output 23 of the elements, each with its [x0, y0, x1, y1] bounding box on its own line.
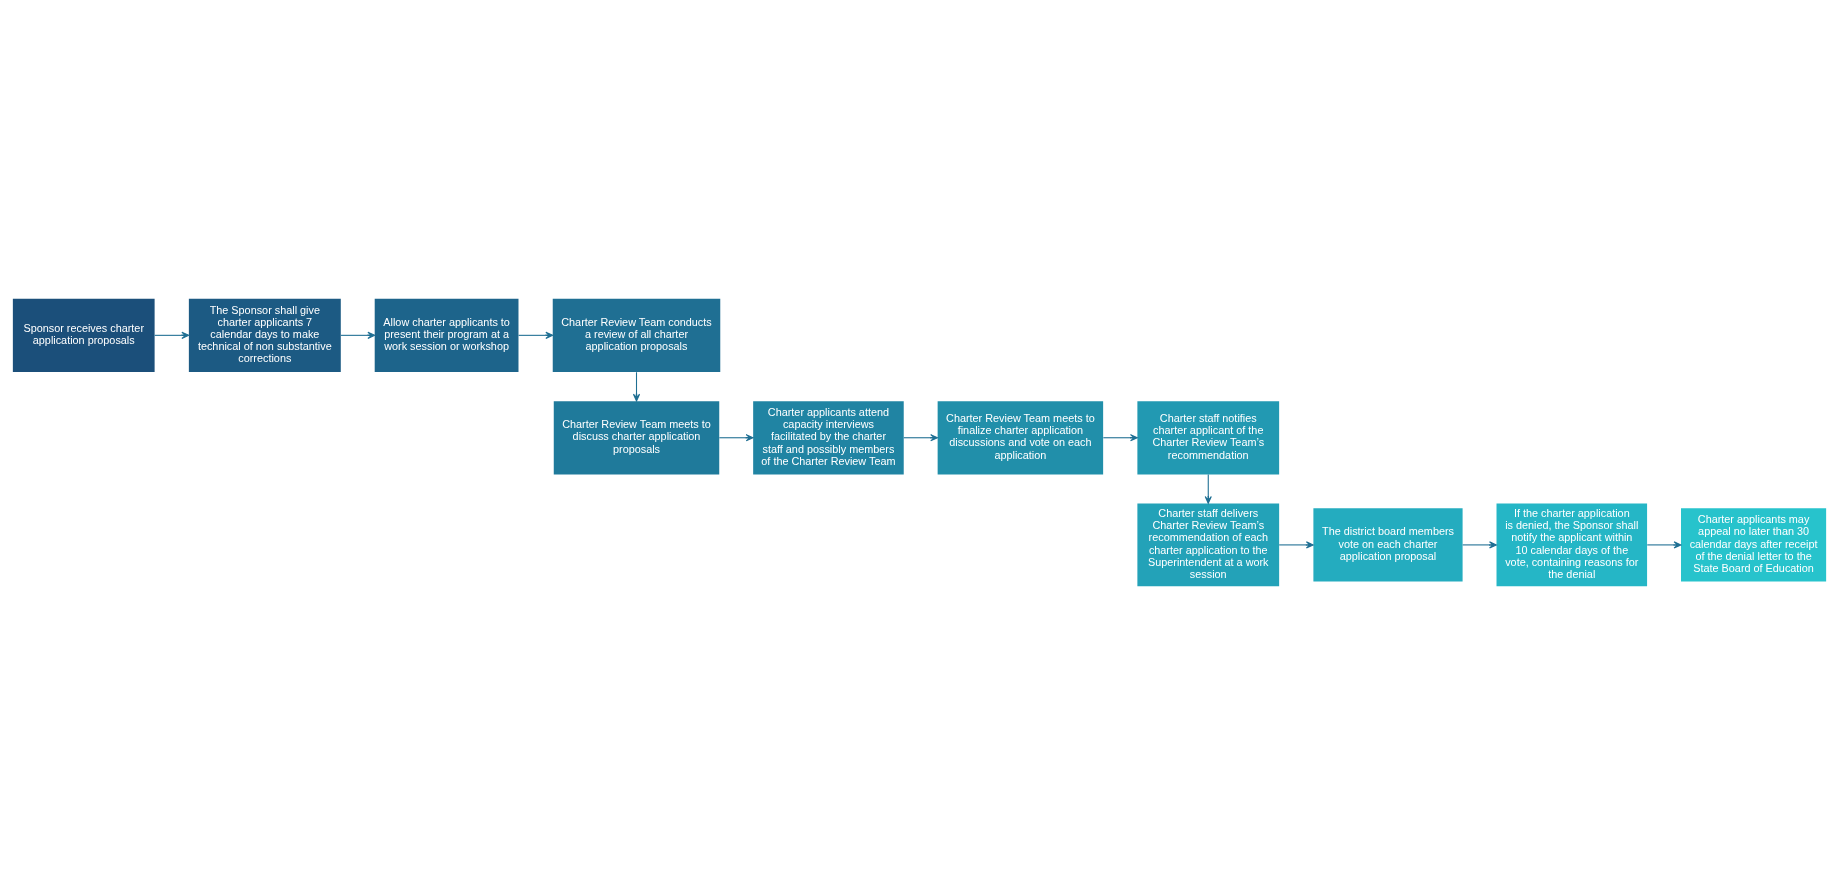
node-box: Allow charter applicants to present their program at a work session or workshop — [374, 298, 519, 372]
arrow — [1462, 541, 1497, 549]
arrow — [1646, 541, 1682, 549]
node-box: If the charter application is denied, the Sponsor shall notify the applicant within 10 calendar days of the vote, containing reasons for the denial — [1496, 503, 1648, 587]
arrow — [632, 371, 641, 402]
node-box: Charter staff delivers Charter Review Team’s recommendation of each charter application to the Superintendent at a work session — [1137, 503, 1280, 587]
arrow — [718, 434, 754, 442]
arrow — [903, 434, 939, 442]
node-box: Charter Review Team meets to discuss charter application proposals — [553, 401, 720, 475]
arrow — [1204, 474, 1212, 504]
arrow — [1102, 434, 1138, 442]
node-box: Charter applicants may appeal no later than 30 calendar days after receipt of the denial letter to the State Board of Education — [1681, 508, 1827, 582]
node-box: Charter applicants attend capacity interviews facilitated by the charter staff and possibly members of the Charter Review Team — [753, 401, 904, 475]
arrow — [340, 331, 376, 339]
node-box: Sponsor receives charter application proposals — [12, 298, 155, 372]
node-box: Charter Review Team meets to finalize charter application discussions and vote on each application — [937, 401, 1104, 475]
node-box: The district board members vote on each charter application proposal — [1313, 508, 1463, 582]
node-box: The Sponsor shall give charter applicants 7 calendar days to make technical of non substantive corrections — [188, 298, 341, 372]
arrow — [154, 331, 190, 339]
node-box: Charter Review Team conducts a review of all charter application proposals — [552, 298, 721, 372]
node-box: Charter staff notifies charter applicant of the Charter Review Team’s recommendation — [1137, 401, 1280, 475]
arrow — [1278, 541, 1314, 549]
arrow — [518, 331, 554, 339]
